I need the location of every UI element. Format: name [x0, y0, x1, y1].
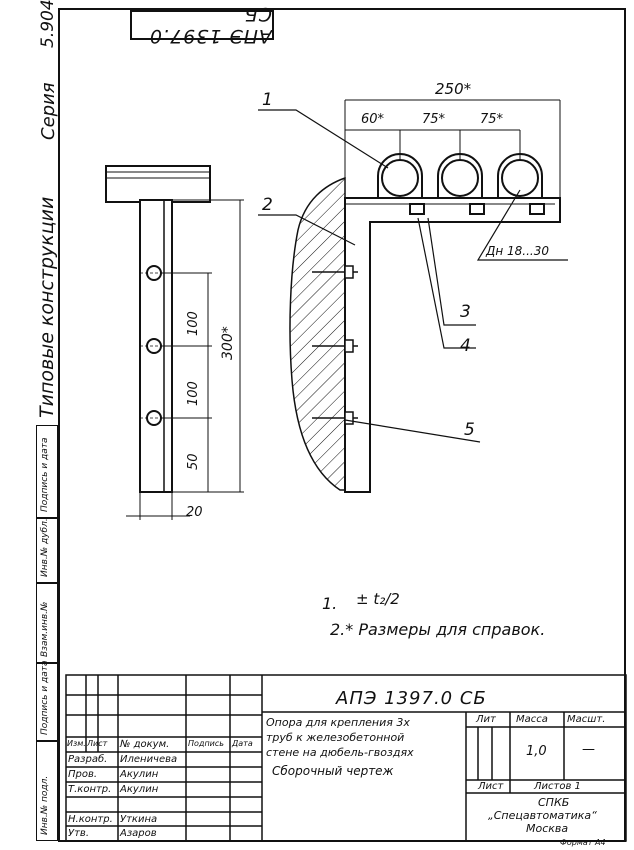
format-label: Формат А4 — [560, 838, 606, 847]
scale-value: — — [582, 742, 595, 757]
hdr-sign: Подпись — [188, 739, 224, 748]
dim-pipe: Дн 18...30 — [486, 244, 550, 258]
dim-h3: 50 — [186, 453, 201, 470]
hdr-izm: Изм. — [67, 739, 86, 748]
dim-total-h: 300* — [220, 326, 236, 360]
mass-value: 1,0 — [526, 744, 547, 759]
role-2: Пров. — [68, 769, 98, 780]
dim-75b: 75* — [480, 112, 504, 127]
hdr-list: Лист — [87, 739, 108, 748]
desc-line-2: труб к железобетонной — [266, 731, 405, 744]
scale-label: Масшт. — [567, 714, 606, 725]
note-2: 2.* Размеры для справок. — [330, 620, 546, 639]
title-block-grid — [65, 674, 627, 842]
org-line-1: СПКБ — [538, 796, 570, 809]
note-1-text: ± t₂/2 — [356, 590, 400, 608]
callout-1: 1 — [262, 90, 273, 110]
hdr-date: Дата — [232, 739, 253, 748]
mass-label: Масса — [516, 714, 548, 725]
side-view — [105, 165, 244, 520]
doc-number: АПЭ 1397.0 СБ — [336, 688, 487, 709]
desc-line-1: Опора для крепления 3х — [266, 716, 410, 729]
dim-60: 60* — [361, 112, 385, 127]
lit-label: Лит — [476, 714, 496, 725]
callout-3: 3 — [460, 302, 471, 322]
dim-h2: 100 — [186, 381, 201, 406]
name-3: Акулин — [120, 784, 159, 795]
org-line-2: „Спецавтоматика“ — [488, 809, 597, 822]
dim-75a: 75* — [422, 112, 446, 127]
dim-width: 20 — [186, 505, 203, 520]
role-1: Разраб. — [68, 754, 108, 765]
note-1-number: 1. — [322, 594, 338, 613]
sheets-label: Листов 1 — [534, 781, 581, 792]
name-5: Уткина — [120, 814, 158, 825]
dim-overall: 250* — [435, 80, 472, 98]
name-1: Иленичева — [120, 754, 178, 765]
org-line-3: Москва — [526, 822, 569, 835]
role-5: Н.контр. — [68, 814, 113, 825]
hdr-doc: № докум. — [120, 739, 170, 750]
name-6: Азаров — [120, 828, 157, 839]
callout-2: 2 — [262, 195, 273, 215]
top-stamp: АПЭ 1397.0 СБ — [130, 3, 274, 47]
callout-4: 4 — [460, 336, 471, 356]
name-2: Акулин — [120, 769, 159, 780]
desc-line-4: Сборочный чертеж — [272, 764, 394, 778]
front-view — [258, 99, 568, 493]
margin-field-strip — [36, 425, 58, 841]
role-6: Утв. — [68, 828, 89, 839]
desc-line-3: стене на дюбель-гвоздях — [266, 746, 414, 759]
role-3: Т.контр. — [68, 784, 112, 795]
callout-5: 5 — [464, 420, 475, 440]
dim-h1: 100 — [186, 311, 201, 336]
sheet-label: Лист — [478, 781, 504, 792]
